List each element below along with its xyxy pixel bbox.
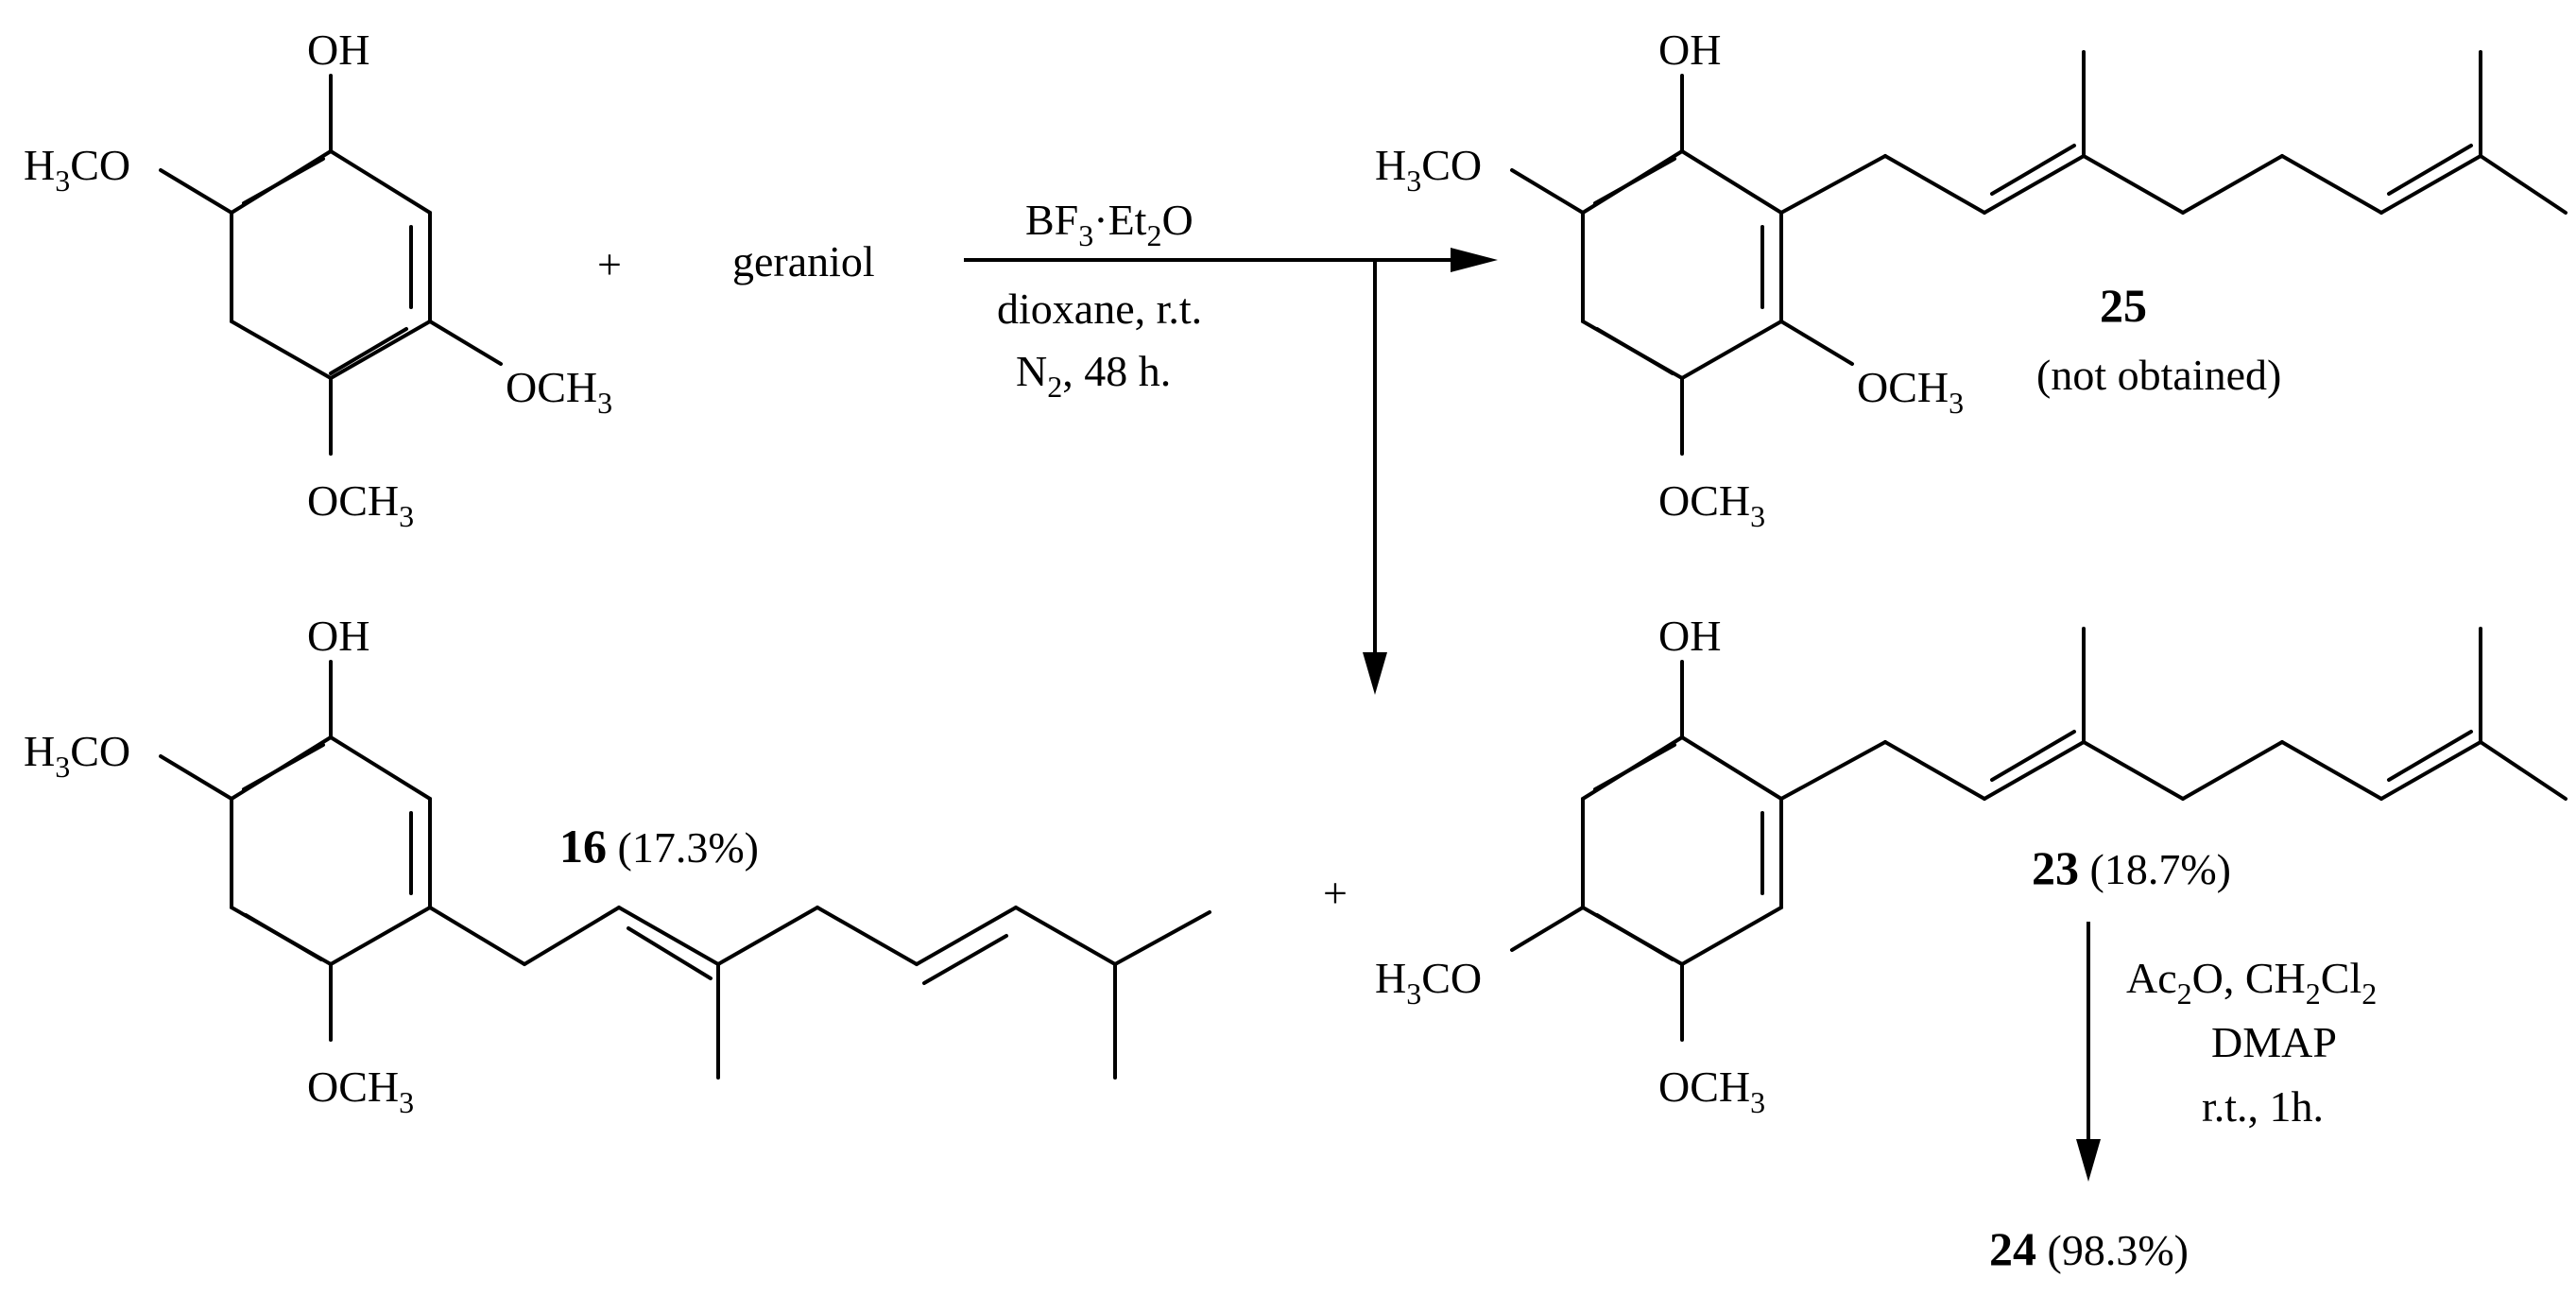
p23-och3-label-bottom: OCH3 bbox=[1658, 1063, 1765, 1119]
condition-bf3: BF3·Et2O bbox=[1025, 196, 1194, 252]
p23-h3co-label: H3CO bbox=[1375, 954, 1482, 1011]
p24-compound-label: 24 (98.3%) bbox=[1989, 1222, 2189, 1275]
starting-material-structure bbox=[159, 74, 503, 456]
p25-oh-label: OH bbox=[1658, 26, 1721, 74]
reaction-arrow-acetylation bbox=[2076, 922, 2101, 1182]
sm-och3-label-right: OCH3 bbox=[506, 363, 612, 420]
reagent-geraniol: geraniol bbox=[732, 237, 875, 285]
plus-sign-top: + bbox=[597, 240, 622, 288]
sm-oh-label: OH bbox=[307, 26, 369, 74]
condition-time: r.t., 1h. bbox=[2202, 1082, 2324, 1131]
condition-ac2o: Ac2O, CH2Cl2 bbox=[2126, 954, 2377, 1011]
p16-och3-label-bottom: OCH3 bbox=[307, 1063, 414, 1119]
condition-dmap: DMAP bbox=[2211, 1018, 2337, 1066]
p25-och3-label-bottom: OCH3 bbox=[1658, 476, 1765, 533]
reaction-arrow-main bbox=[964, 248, 1498, 695]
p25-och3-label-right: OCH3 bbox=[1857, 363, 1964, 420]
condition-atmosphere: N2, 48 h. bbox=[1016, 347, 1171, 404]
condition-solvent: dioxane, r.t. bbox=[997, 285, 1202, 333]
sm-h3co-label: H3CO bbox=[24, 141, 130, 198]
p23-oh-label: OH bbox=[1658, 612, 1721, 660]
product-25-structure bbox=[1510, 50, 2567, 456]
p16-h3co-label: H3CO bbox=[24, 727, 130, 784]
p23-compound-label: 23 (18.7%) bbox=[2032, 841, 2231, 894]
p25-compound-number: 25 bbox=[2100, 279, 2147, 332]
product-16-structure bbox=[159, 660, 1211, 1080]
product-23-structure bbox=[1510, 627, 2567, 1042]
p25-h3co-label: H3CO bbox=[1375, 141, 1482, 198]
plus-sign-bottom: + bbox=[1323, 869, 1348, 917]
sm-och3-label-bottom: OCH3 bbox=[307, 476, 414, 533]
p16-compound-label: 16 (17.3%) bbox=[559, 820, 759, 873]
p16-oh-label: OH bbox=[307, 612, 369, 660]
p25-note: (not obtained) bbox=[2036, 351, 2281, 399]
